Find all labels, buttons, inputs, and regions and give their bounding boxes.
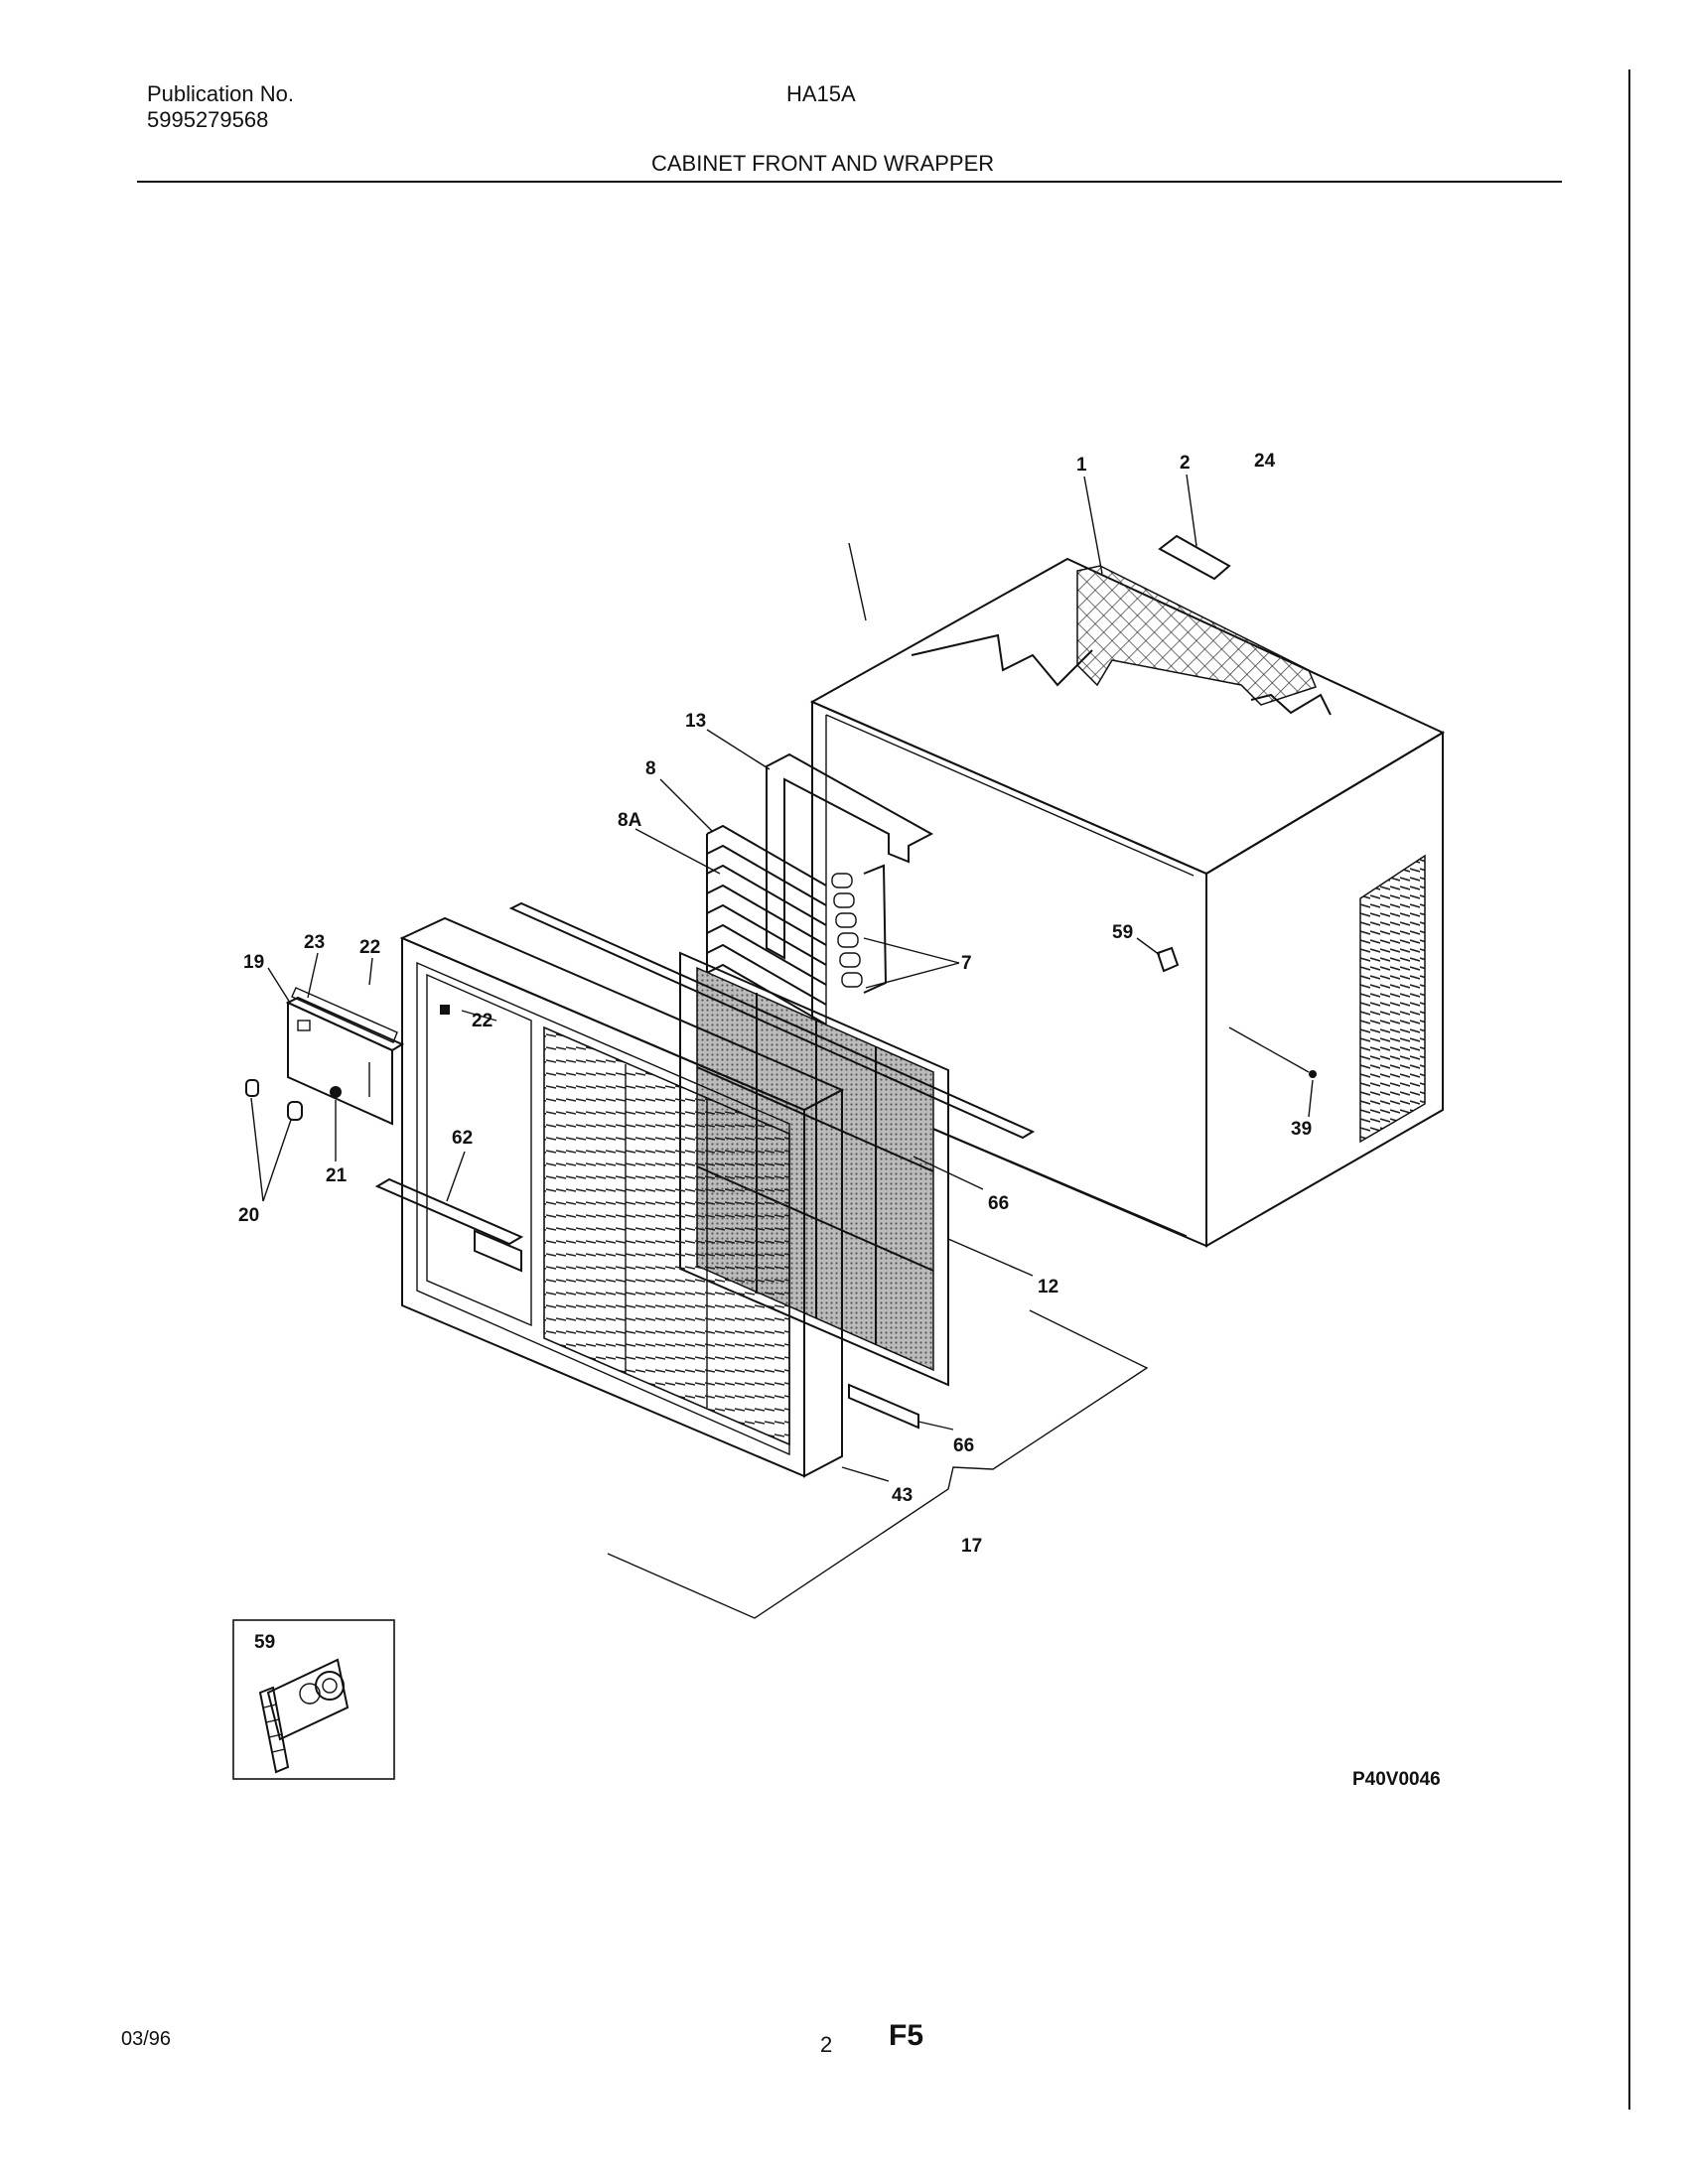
control-knob-right (287, 1101, 303, 1121)
callout-17: 17 (961, 1536, 982, 1557)
callout-8: 8 (645, 758, 656, 779)
insulation-pad (1076, 565, 1318, 706)
callout-12: 12 (1038, 1277, 1058, 1297)
callout-20: 20 (238, 1205, 259, 1226)
section-title: CABINET FRONT AND WRAPPER (651, 151, 995, 176)
evaporator-coil (706, 752, 934, 1025)
callout-62: 62 (452, 1128, 473, 1149)
callout-66-lower: 66 (953, 1435, 974, 1456)
callout-24: 24 (1254, 451, 1276, 472)
header-rule (137, 181, 1562, 183)
callout-21: 21 (326, 1165, 348, 1186)
model-number: HA15A (786, 81, 856, 106)
callout-39: 39 (1291, 1119, 1312, 1140)
front-grille (374, 916, 845, 1478)
label-plate (1158, 534, 1231, 581)
callout-8a: 8A (618, 810, 642, 831)
callout-59: 59 (1112, 922, 1133, 943)
screw (1228, 1026, 1310, 1073)
side-vent-louvers (1359, 854, 1426, 1144)
control-knob-left (245, 1079, 259, 1097)
assembly-bracket-17 (607, 1309, 1149, 1619)
callout-7: 7 (961, 953, 972, 974)
footer-date: 03/96 (121, 2028, 172, 2050)
inset-detail-box: 59 (232, 1619, 395, 1780)
right-margin-rule (1628, 69, 1630, 2110)
bracket (1156, 946, 1180, 973)
control-panel (285, 987, 405, 1126)
callout-22-panel: 22 (472, 1011, 492, 1031)
callout-22-top: 22 (359, 937, 380, 958)
figure-code: P40V0046 (1352, 1769, 1441, 1790)
lower-rail (848, 1383, 919, 1430)
callout-1: 1 (1076, 455, 1087, 476)
publication-label: Publication No. (147, 81, 294, 106)
callout-2: 2 (1180, 453, 1191, 474)
section-code: F5 (889, 2019, 924, 2052)
upper-rail (508, 901, 1036, 1140)
callout-19: 19 (243, 952, 264, 973)
callout-43: 43 (892, 1485, 913, 1506)
callout-13: 13 (685, 711, 706, 732)
cabinet-wrapper (809, 557, 1446, 1248)
leader-lines (250, 474, 1314, 1482)
publication-number: 5995279568 (147, 107, 269, 132)
callout-66-upper: 66 (988, 1193, 1009, 1214)
inset-callout-59: 59 (254, 1632, 275, 1653)
page-number: 2 (820, 2032, 833, 2057)
callout-23: 23 (304, 932, 325, 953)
